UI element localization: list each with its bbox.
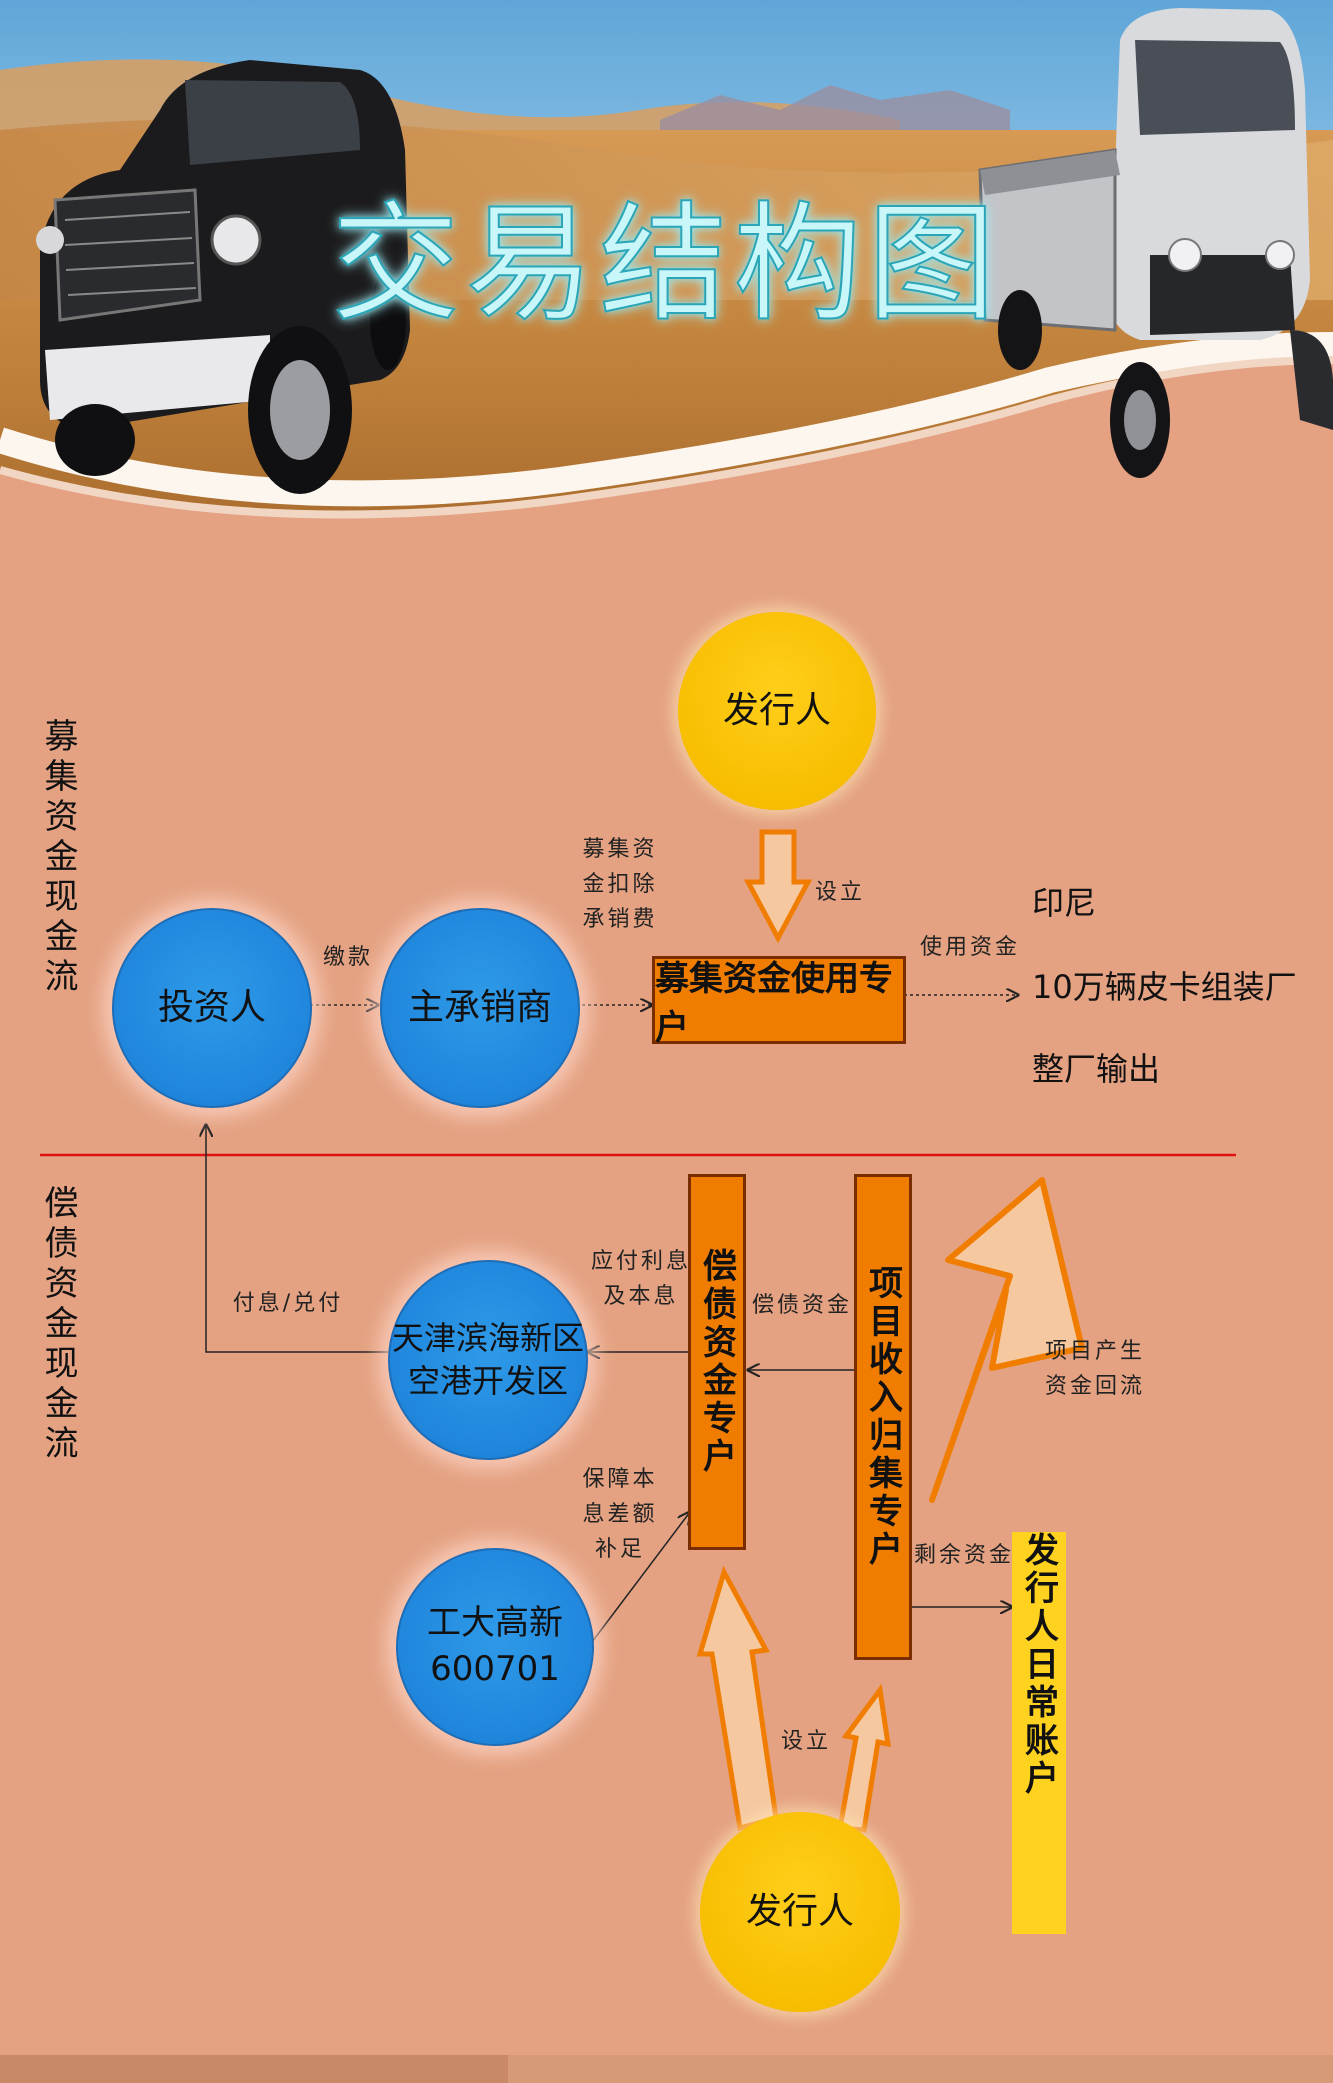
destination-factory: 10万辆皮卡组装厂 [1032,968,1297,1006]
label-remaining: 剩余资金 [914,1543,1015,1568]
white-truck-illustration [978,8,1333,478]
revenue-collection-account-label: 项目收入归集专户 [862,1265,903,1569]
issuer-node-top[interactable]: 发行人 [678,612,876,810]
label-pay: 缴款 [322,945,373,970]
label-deduct: 募集资 金扣除 承销费 [582,837,658,933]
label-setup-bottom: 设立 [780,1729,831,1754]
label-interest: 付息/兑付 [232,1291,344,1316]
issuer-daily-account-label: 发行人日常账户 [1018,1532,1059,1798]
page-title: 交易结构图 [330,189,1002,340]
destination-country: 印尼 [1032,884,1097,922]
debt-repayment-account[interactable]: 偿债资金专户 [688,1174,746,1550]
label-project-flow: 项目产生 资金回流 [1044,1339,1145,1400]
arrow-setup-bottom-left [696,1565,779,1832]
label-setup-top: 设立 [814,880,865,905]
diagram-connectors [40,829,1236,1833]
issuer-node-bottom[interactable]: 发行人 [700,1812,900,2012]
destination-export: 整厂输出 [1032,1050,1161,1088]
arrow-guarantee [591,1512,690,1643]
gongda-node[interactable]: 工大高新 600701 [396,1548,594,1746]
section-label-repayment: 偿债资金现金流 [38,1185,78,1465]
arrow-setup-top [743,829,813,944]
tianjin-node[interactable]: 天津滨海新区 空港开发区 [388,1260,588,1460]
transaction-diagram: 募集资金现金流 偿债资金现金流 发行人 投资人 主承销商 募集资金使用专户 印尼… [0,570,1333,2083]
underwriter-node[interactable]: 主承销商 [380,908,580,1108]
arrow-interest [206,1125,388,1353]
section-label-raising: 募集资金现金流 [38,718,78,998]
revenue-collection-account[interactable]: 项目收入归集专户 [854,1174,912,1660]
label-use-funds: 使用资金 [920,935,1021,960]
header-banner: 交易结构图 [0,0,1333,570]
raise-funds-account[interactable]: 募集资金使用专户 [652,956,906,1048]
label-guarantee: 保障本 息差额 补足 [582,1467,658,1563]
label-payable: 应付利息 及本息 [590,1249,691,1310]
desert-trucks-image [0,0,1333,570]
arrow-setup-bottom-right [837,1683,891,1833]
footer-bar-right [508,2055,1333,2083]
investor-node[interactable]: 投资人 [112,908,312,1108]
issuer-daily-account[interactable]: 发行人日常账户 [1012,1532,1066,1934]
black-pickup-illustration [36,60,410,494]
arrow-project-flow [929,1177,1085,1503]
label-debt-funds: 偿债资金 [752,1293,853,1318]
debt-repayment-account-label: 偿债资金专户 [696,1248,737,1476]
